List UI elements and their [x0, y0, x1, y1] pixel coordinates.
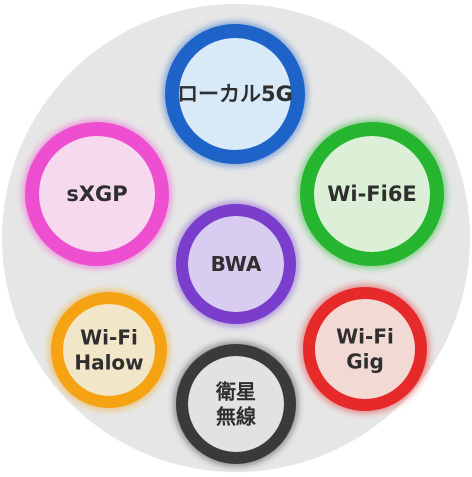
- node-wifihalow-ring: [51, 292, 167, 408]
- node-sxgp: sXGP: [22, 119, 172, 269]
- node-satellite-ring: [176, 344, 296, 464]
- node-bwa: BWA: [173, 201, 299, 327]
- node-local5g: ローカル5G: [162, 21, 308, 167]
- node-local5g-fill: [179, 38, 291, 150]
- node-satellite-fill: [188, 356, 284, 452]
- node-local5g-label: ローカル5G: [177, 82, 293, 106]
- node-wifihalow-label: Wi-Fi: [80, 326, 138, 350]
- node-wifi6e: Wi-Fi6E: [297, 119, 447, 269]
- node-satellite-label: 衛星: [215, 380, 256, 404]
- node-wifigig-label: Wi-Fi: [336, 325, 394, 349]
- node-wifi6e-ring: [300, 122, 444, 266]
- node-sxgp-ring: [25, 122, 169, 266]
- node-satellite-label: 無線: [216, 405, 256, 429]
- node-bwa-label: BWA: [211, 252, 262, 276]
- node-wifigig-label: Gig: [346, 350, 384, 374]
- node-wifigig-ring: [303, 287, 427, 411]
- node-wifigig-fill: [315, 299, 415, 399]
- node-sxgp-label: sXGP: [66, 182, 127, 206]
- node-bwa-fill: [188, 216, 284, 312]
- node-wifihalow-label: Halow: [74, 351, 143, 375]
- node-sxgp-fill: [39, 136, 155, 252]
- node-local5g-ring: [165, 24, 305, 164]
- node-bwa-ring: [176, 204, 296, 324]
- node-wifihalow-fill: [63, 304, 155, 396]
- node-wifi6e-fill: [314, 136, 430, 252]
- node-wifi6e-label: Wi-Fi6E: [327, 182, 417, 206]
